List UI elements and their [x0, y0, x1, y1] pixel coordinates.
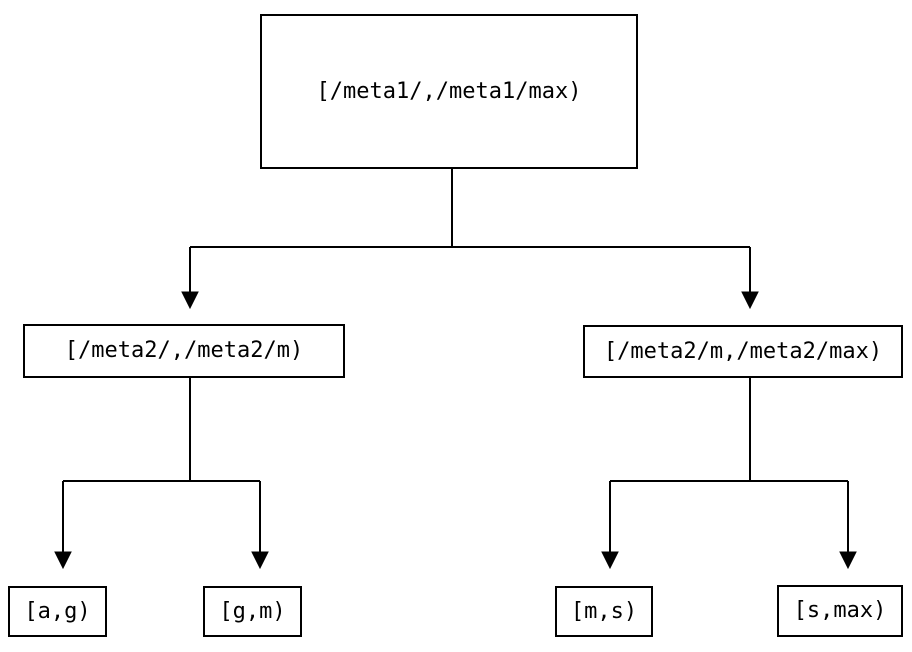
- node-root: [/meta1/,/meta1/max): [260, 14, 638, 169]
- node-left-child-label: [/meta2/,/meta2/m): [64, 338, 304, 363]
- edge-right-child-to-leaves: [601, 378, 857, 570]
- edge-root-to-children: [181, 169, 759, 310]
- node-leaf-smax-label: [s,max): [793, 598, 887, 623]
- node-right-child: [/meta2/m,/meta2/max): [583, 325, 903, 378]
- edge-left-child-to-leaves: [54, 378, 269, 570]
- node-right-child-label: [/meta2/m,/meta2/max): [603, 338, 883, 364]
- arrowhead-leaf-ms-icon: [601, 551, 619, 570]
- node-leaf-ms: [m,s): [555, 586, 653, 637]
- arrowhead-leaf-ag-icon: [54, 551, 72, 570]
- node-root-label: [/meta1/,/meta1/max): [316, 78, 582, 104]
- node-leaf-ag-label: [a,g): [24, 598, 91, 624]
- arrowhead-left-child-icon: [181, 291, 199, 310]
- node-leaf-ag: [a,g): [8, 586, 107, 637]
- node-leaf-gm-label: [g,m): [219, 598, 286, 624]
- arrowhead-leaf-smax-icon: [839, 551, 857, 570]
- arrowhead-leaf-gm-icon: [251, 551, 269, 570]
- node-leaf-ms-label: [m,s): [570, 598, 638, 624]
- node-left-child: [/meta2/,/meta2/m): [23, 324, 345, 378]
- arrowhead-right-child-icon: [741, 291, 759, 310]
- node-leaf-gm: [g,m): [203, 586, 302, 637]
- node-leaf-smax: [s,max): [777, 585, 903, 637]
